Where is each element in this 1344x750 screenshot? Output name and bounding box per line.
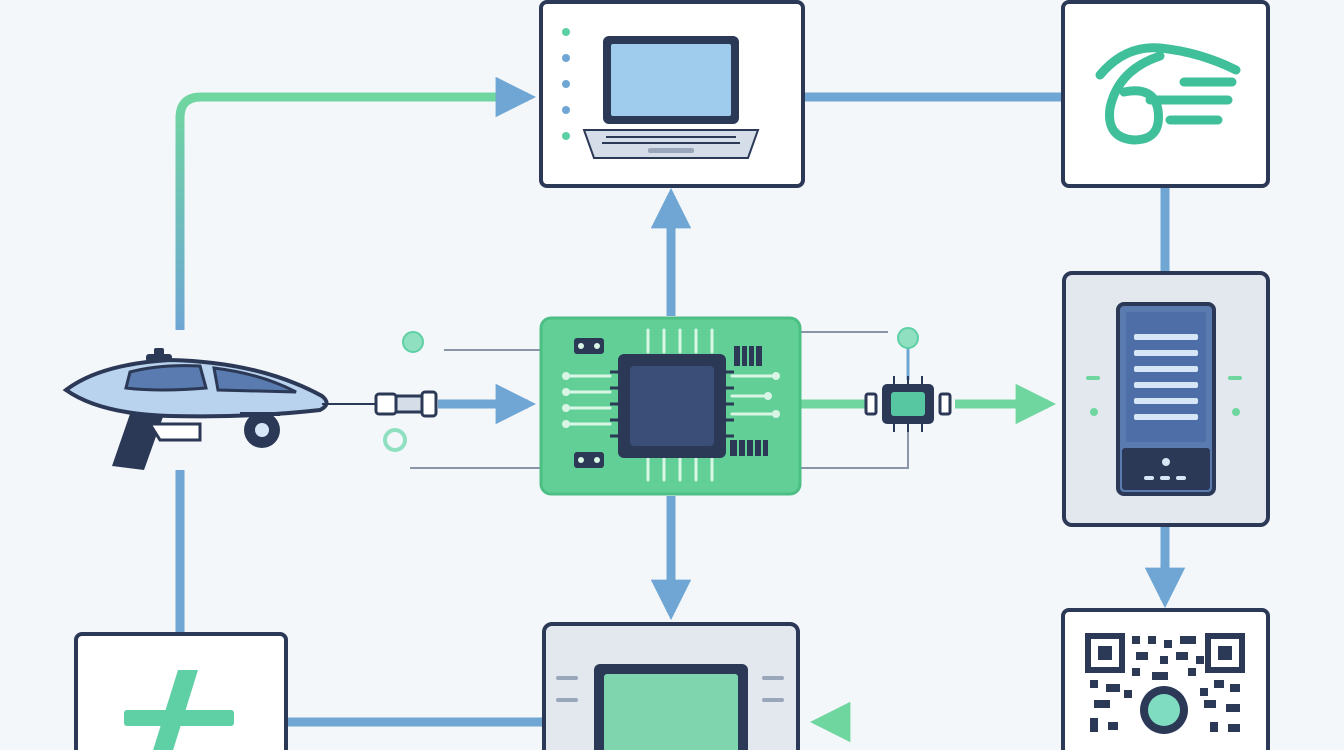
plus-panel [74,632,288,750]
qr-target-icon [1140,686,1188,734]
server-icon [1116,302,1216,496]
laptop-panel [539,0,805,188]
panel-dots [562,28,570,140]
signal-node [383,428,407,452]
monitor-icon [594,664,748,750]
server-side-marks [1086,376,1242,416]
server-panel [1062,271,1270,527]
plus-icon [124,670,234,750]
sensor-chip-icon [864,376,952,432]
connectors [175,76,1186,743]
connector-vehicle-to-laptop [175,76,537,330]
signal-node [897,327,919,349]
laptop-icon [582,36,760,159]
wind-icon [1095,43,1241,145]
monitor-panel [542,622,800,750]
qr-panel [1061,608,1270,750]
signal-wire [800,430,909,469]
connector-plug-icon [374,390,438,418]
drone-vehicle-icon [62,348,438,470]
qr-code-icon [1085,633,1245,732]
circuit-board-icon [539,316,802,496]
panel-side-lines [556,676,784,702]
wind-panel [1061,0,1270,188]
signal-node [402,331,424,353]
